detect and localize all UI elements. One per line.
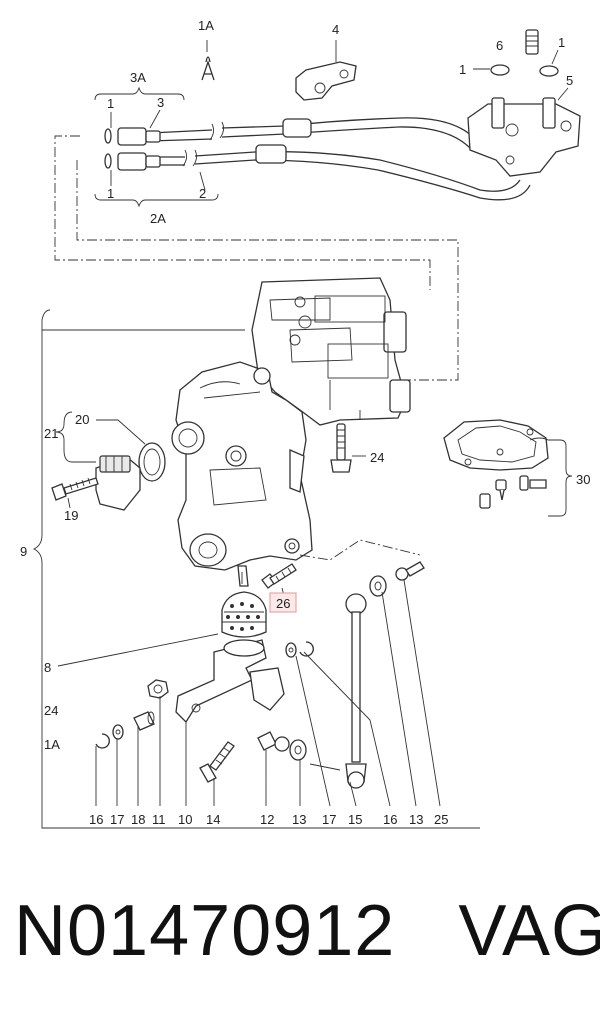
callout-26-highlight <box>269 592 297 613</box>
bottom-callout: 14 <box>206 812 220 827</box>
callout-26: 26 <box>276 596 290 611</box>
callout-4: 4 <box>332 22 339 37</box>
ball-pin-25-icon <box>395 561 425 581</box>
callout-9: 9 <box>20 544 27 559</box>
cable-bracket-5-icon <box>467 29 581 177</box>
bottom-callout: 16 <box>383 812 397 827</box>
washer-17-left-icon <box>112 724 124 740</box>
bolt-19-icon <box>51 477 99 509</box>
o-ring-20-icon <box>96 419 166 482</box>
washer-17-right-icon <box>285 642 297 658</box>
link-line-25 <box>299 539 421 561</box>
bottom-callout: 18 <box>131 812 145 827</box>
bracket-4-icon <box>295 40 357 101</box>
bottom-callout: 17 <box>110 812 124 827</box>
group-brackets-top <box>94 86 219 208</box>
bottom-callout: 13 <box>292 812 306 827</box>
group-9-bracket <box>32 309 480 829</box>
callout-3: 3 <box>157 95 164 110</box>
gasket-30-icon <box>443 419 573 517</box>
bottom-callout: 16 <box>89 812 103 827</box>
selector-body-icon <box>171 361 313 587</box>
screw-26-icon <box>261 563 297 597</box>
connector-21-icon <box>55 411 141 511</box>
callout-2: 2 <box>199 186 206 201</box>
callout-8: 8 <box>44 660 51 675</box>
link-frame-line <box>54 135 459 381</box>
bolt-14-icon <box>199 741 235 783</box>
callout-24-left: 24 <box>44 703 58 718</box>
callout-3A: 3A <box>130 70 146 85</box>
circlip-16-right-icon <box>299 641 314 657</box>
callout-20: 20 <box>75 412 89 427</box>
callout-30: 30 <box>576 472 590 487</box>
bottom-callout: 11 <box>152 812 166 827</box>
callout-24-right: 24 <box>370 450 384 465</box>
callout-1-upper: 1 <box>107 96 114 111</box>
sleeve-18-icon <box>133 711 155 731</box>
bushing-13-upper-icon <box>369 575 387 597</box>
bottom-callout: 13 <box>409 812 423 827</box>
nut-11-icon <box>147 679 169 699</box>
bushing-13-lower-icon <box>289 739 307 761</box>
boot-8-icon <box>57 591 267 667</box>
callout-1A-top: 1A <box>198 18 214 33</box>
circlip-16-left-icon <box>95 733 110 749</box>
callout-1-top-right-a: 1 <box>558 35 565 50</box>
bottom-callout: 10 <box>178 812 192 827</box>
clip-1A-icon <box>201 40 215 81</box>
part-number-caption: N01470912 VAG <box>14 891 600 971</box>
callout-6: 6 <box>496 38 503 53</box>
bottom-callout: 17 <box>322 812 336 827</box>
callout-5: 5 <box>566 73 573 88</box>
bottom-callout: 12 <box>260 812 274 827</box>
selector-rod-15-icon <box>345 593 367 789</box>
callout-1-lower: 1 <box>107 186 114 201</box>
callout-19: 19 <box>64 508 78 523</box>
ball-stud-12-icon <box>257 731 290 752</box>
bottom-callout: 15 <box>348 812 362 827</box>
leader-lines <box>95 579 441 807</box>
shift-cables <box>104 109 531 201</box>
shift-lever-10-icon <box>175 639 285 724</box>
bottom-callout: 25 <box>434 812 448 827</box>
callout-1A-left: 1A <box>44 737 60 752</box>
callout-21: 21 <box>44 426 58 441</box>
callout-1-top-right-b: 1 <box>459 62 466 77</box>
callout-2A: 2A <box>150 211 166 226</box>
bolt-24-icon <box>330 423 366 473</box>
